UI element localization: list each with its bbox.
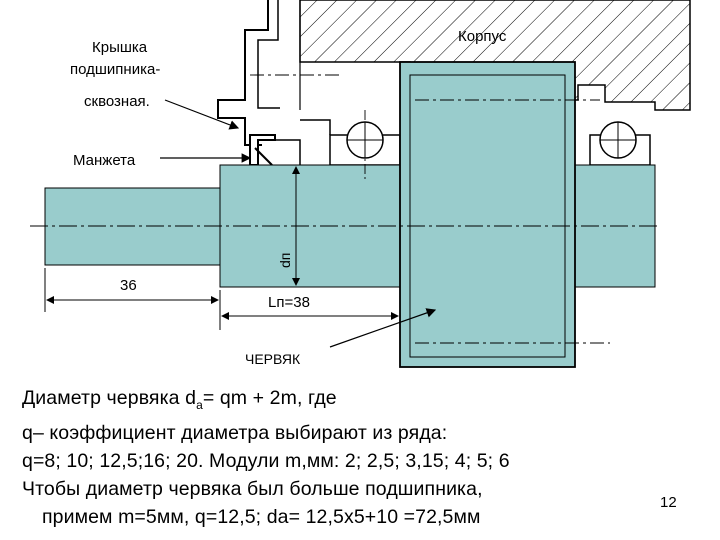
bearing-left bbox=[346, 121, 384, 159]
text-line-1: Диаметр червяка da= qm + 2m, где bbox=[22, 387, 337, 412]
bearing-cover-outline-2 bbox=[257, 0, 280, 109]
leader-cover bbox=[164, 99, 240, 130]
worm-shaft-drawing: Корпус Крышка подшипника- сквозная. Манж… bbox=[30, 0, 691, 368]
text-line-4: Чтобы диаметр червяка был больше подшипн… bbox=[22, 477, 483, 500]
text-line-2: q– коэффициент диаметра выбирают из ряда… bbox=[22, 421, 448, 444]
label-worm: ЧЕРВЯК bbox=[245, 351, 301, 367]
label-housing: Корпус bbox=[458, 28, 507, 45]
label-dim-lp: Lп=38 bbox=[268, 294, 310, 311]
label-cover-line3: сквозная. bbox=[84, 93, 150, 110]
text-line-5: примем m=5мм, q=12,5; da= 12,5x5+10 =72,… bbox=[42, 505, 481, 528]
worm-inner bbox=[409, 74, 566, 358]
description-text: Диаметр червяка da= qm + 2m, где q– коэф… bbox=[22, 384, 662, 531]
seal-shape bbox=[249, 119, 331, 166]
page-number: 12 bbox=[660, 494, 677, 511]
bearing-right bbox=[599, 121, 637, 159]
label-dim-36: 36 bbox=[120, 277, 137, 294]
label-cover-line1: Крышка bbox=[92, 39, 148, 56]
label-seal: Манжета bbox=[73, 152, 136, 169]
bearing-cover-outline bbox=[217, 0, 269, 146]
leader-worm bbox=[329, 308, 437, 348]
text-line-3: q=8; 10; 12,5;16; 20. Модули m,мм: 2; 2,… bbox=[22, 449, 510, 472]
label-cover-line2: подшипника- bbox=[70, 61, 160, 78]
label-dim-dp: dп bbox=[277, 253, 293, 268]
text-line-1-subscript: a bbox=[196, 397, 203, 412]
